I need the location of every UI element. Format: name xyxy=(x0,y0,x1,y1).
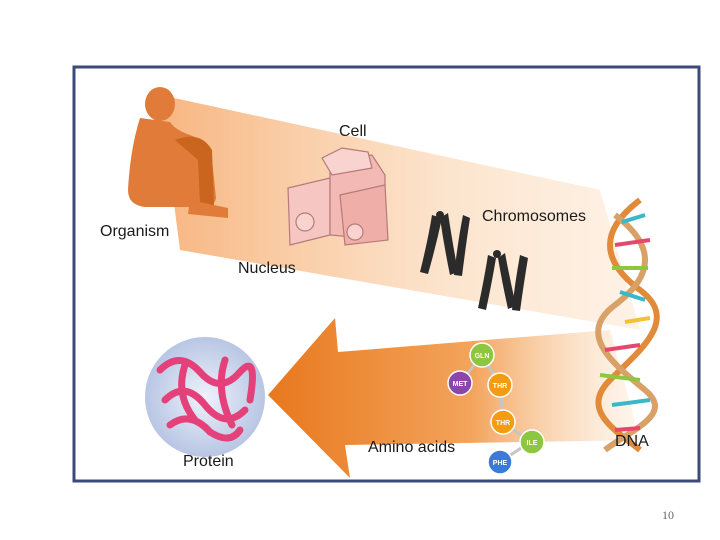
cell-label: Cell xyxy=(339,123,367,140)
synthesis-arrow xyxy=(268,318,640,478)
amino-acid-bead: MET xyxy=(447,370,473,396)
chromosomes-graphic xyxy=(420,211,528,311)
amino-acid-bead: GLN xyxy=(469,342,495,368)
amino-acids-label: Amino acids xyxy=(368,439,456,456)
amino-acid-bead-label: THR xyxy=(496,420,510,427)
chromosomes-label: Chromosomes xyxy=(482,208,587,225)
amino-acid-bead: PHE xyxy=(487,449,513,475)
amino-acid-bead-label: MET xyxy=(453,381,469,388)
cell-cluster xyxy=(287,147,389,246)
protein-label: Protein xyxy=(183,453,234,470)
protein-graphic xyxy=(145,337,265,457)
amino-acid-bead: ILE xyxy=(519,429,545,455)
organism-label: Organism xyxy=(100,223,170,240)
amino-acid-bead-label: ILE xyxy=(527,440,538,447)
page-number: 10 xyxy=(662,508,674,522)
amino-acid-bead-label: PHE xyxy=(493,460,508,467)
dna-helix xyxy=(595,197,660,453)
amino-acid-bead-label: THR xyxy=(493,383,507,390)
organism-figure xyxy=(128,87,228,218)
amino-acid-bead: THR xyxy=(490,409,516,435)
dna-label: DNA xyxy=(615,433,649,450)
amino-acid-bead-label: GLN xyxy=(475,353,490,360)
amino-acid-bead: THR xyxy=(487,372,513,398)
amino-acid-beads: GLN MET THR THR ILE PHE xyxy=(447,342,545,475)
nucleus-label: Nucleus xyxy=(238,260,296,277)
